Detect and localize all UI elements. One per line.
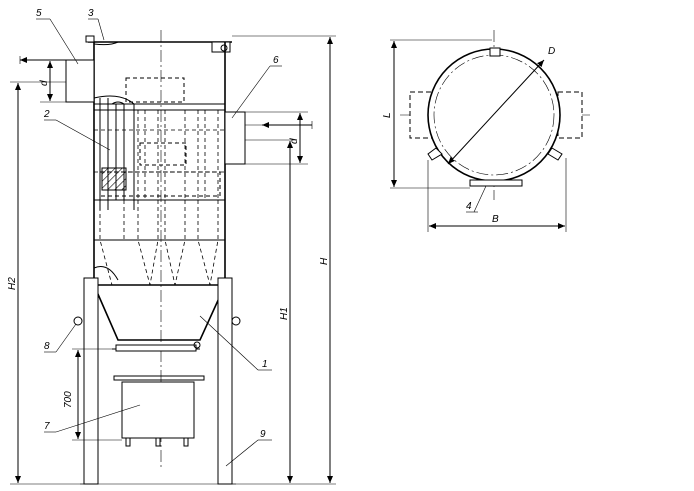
- top-view-flange-right: [557, 91, 583, 139]
- lug-right: [231, 316, 241, 326]
- support-leg-right: [217, 277, 233, 485]
- callout-3: 3: [88, 8, 94, 19]
- outlet-pipe: [224, 111, 246, 165]
- dim-b: B: [492, 214, 499, 225]
- callout-8: 8: [44, 341, 50, 352]
- dim-700: 700: [63, 391, 74, 408]
- dim-h2: H2: [7, 277, 18, 290]
- callout-7: 7: [44, 421, 50, 432]
- filter-bags: [137, 110, 219, 200]
- front-view: d: [7, 8, 336, 485]
- callout-9: 9: [260, 429, 266, 440]
- dim-d-outlet: d: [289, 138, 300, 144]
- callout-4: 4: [466, 201, 472, 212]
- callout-1: 1: [262, 359, 268, 370]
- dust-bin: [121, 381, 195, 439]
- callouts-front: 5 3 2 6 8 7 1: [36, 8, 282, 467]
- callout-6: 6: [273, 55, 279, 66]
- lower-bags: [99, 200, 219, 286]
- top-cover-bolt-left: [85, 35, 95, 43]
- callout-5: 5: [36, 8, 42, 19]
- top-view-nozzle: [489, 47, 501, 57]
- diameter-line: [447, 59, 545, 165]
- support-leg-left: [83, 277, 99, 485]
- top-view-bracket: [469, 179, 523, 187]
- lug-left: [73, 316, 83, 326]
- hopper-flange: [115, 344, 197, 352]
- hatched-insert: [101, 167, 127, 191]
- dim-h1: H1: [279, 307, 290, 320]
- dim-l: L: [382, 112, 393, 118]
- top-cover-lip: [93, 41, 119, 46]
- top-view: D L B 4: [382, 30, 590, 232]
- mid-dashed-box: [139, 142, 187, 166]
- top-dashed-box: [125, 77, 185, 103]
- dim-h: H: [319, 257, 330, 265]
- dim-diameter: D: [548, 46, 555, 57]
- callout-2: 2: [43, 109, 50, 120]
- top-view-body: [427, 48, 561, 182]
- dim-d-inlet: d: [39, 80, 50, 86]
- inlet-pipe: [65, 59, 95, 103]
